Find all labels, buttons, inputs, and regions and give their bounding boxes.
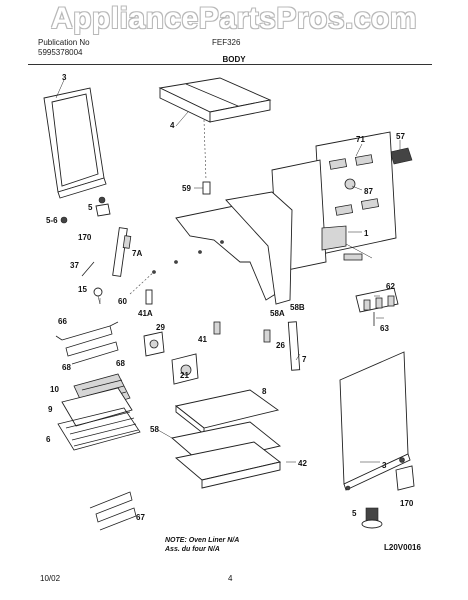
callout-10: 10 [50, 385, 59, 394]
broiler-pan-bottom [61, 387, 133, 427]
door-stop-clip [263, 329, 271, 343]
left-door-hinge [112, 227, 132, 277]
broil-element [89, 491, 137, 531]
left-side-panel [43, 87, 107, 199]
callout-87: 87 [364, 187, 373, 196]
callout-8: 8 [262, 387, 267, 396]
callout-170-lower: 170 [400, 499, 414, 508]
callout-9: 9 [48, 405, 53, 414]
callout-66: 66 [58, 317, 67, 326]
wiring-label-plate [389, 147, 413, 165]
limit-switch [213, 321, 221, 335]
callout-3: 3 [62, 73, 67, 82]
callout-170-upper: 170 [78, 233, 92, 242]
callout-58A: 58A [270, 309, 285, 318]
bake-element [55, 321, 119, 365]
callout-3-lower: 3 [382, 461, 387, 470]
callout-71: 71 [356, 135, 365, 144]
oven-light-socket [93, 287, 103, 305]
oven-liner-note: NOTE: Oven Liner N/A Ass. du four N/A [165, 536, 239, 554]
model-number: FEF326 [212, 38, 241, 47]
publication-number: 5995378004 [38, 48, 83, 57]
callout-7A: 7A [132, 249, 142, 258]
callout-5-6: 5-6 [46, 216, 58, 225]
leveling-leg [361, 507, 383, 529]
callout-37: 37 [70, 261, 79, 270]
watermark: AppliancePartsPros.com [50, 2, 418, 35]
footer-page-number: 4 [228, 574, 233, 583]
diagram-code: L20V0016 [384, 543, 421, 552]
callout-42: 42 [298, 459, 307, 468]
front-frame [175, 191, 293, 305]
storage-drawer [175, 441, 282, 489]
callout-68-right: 68 [116, 359, 125, 368]
bracket-screws [129, 240, 224, 295]
callout-6: 6 [46, 435, 51, 444]
header-rule [28, 64, 432, 65]
note-line-french: Ass. du four N/A [165, 546, 220, 553]
callout-41A: 41A [138, 309, 153, 318]
callout-57: 57 [396, 132, 405, 141]
callout-1: 1 [364, 229, 369, 238]
callout-58: 58 [150, 425, 159, 434]
leader-lines [55, 79, 401, 463]
callout-21: 21 [180, 371, 189, 380]
cooktop-top-panel [158, 77, 272, 181]
footer-date: 10/02 [40, 574, 61, 583]
note-line-english: NOTE: Oven Liner N/A [165, 537, 240, 544]
anti-tip-bracket [395, 457, 415, 491]
back-panel [315, 131, 397, 255]
sensor-rod [81, 261, 95, 277]
oven-bottom-panel [174, 389, 280, 435]
bushing-part [202, 181, 211, 195]
section-title: BODY [222, 55, 246, 64]
callout-58B: 58B [290, 303, 305, 312]
upper-hinge-hardware [60, 196, 111, 224]
callout-67: 67 [136, 513, 145, 522]
right-side-panel [339, 351, 411, 491]
callout-5-upper: 5 [88, 203, 93, 212]
callout-7: 7 [302, 355, 307, 364]
callout-68-left: 68 [62, 363, 71, 372]
callout-63: 63 [380, 324, 389, 333]
callout-4: 4 [170, 121, 175, 130]
oven-rack [57, 407, 141, 451]
callout-5-lower: 5 [352, 509, 357, 518]
callout-29: 29 [156, 323, 165, 332]
callout-59: 59 [182, 184, 191, 193]
callout-60: 60 [118, 297, 127, 306]
callout-labels: 3 4 57 71 59 87 5 5-6 170 7A 1 37 15 60 … [46, 73, 414, 522]
publication-label: Publication No [38, 38, 90, 47]
callout-41: 41 [198, 335, 207, 344]
leg-screw [345, 485, 351, 491]
callout-15: 15 [78, 285, 87, 294]
oven-light-assembly [143, 331, 165, 357]
callout-62: 62 [386, 282, 395, 291]
light-housing [171, 353, 199, 385]
switch-part [145, 289, 153, 305]
terminal-block [355, 287, 399, 326]
callout-26: 26 [276, 341, 285, 350]
right-door-hinge [287, 321, 301, 371]
